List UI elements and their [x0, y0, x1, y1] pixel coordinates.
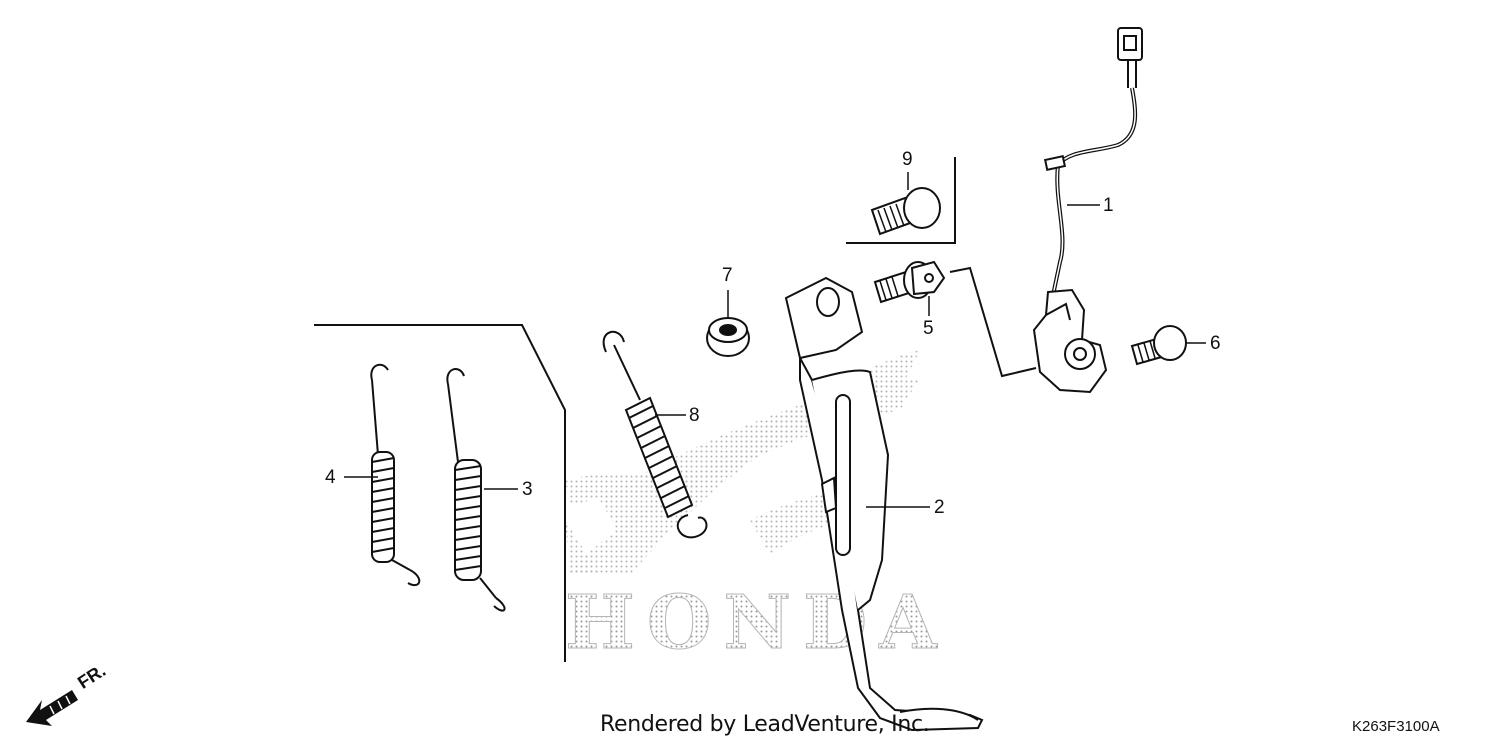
callout-8: 8 [689, 405, 700, 426]
callout-7: 7 [722, 265, 733, 286]
mounting-guide-line [949, 266, 1037, 378]
callout-5: 5 [923, 318, 934, 339]
honda-watermark-text: HONDA [565, 580, 949, 666]
leader-lines [344, 172, 1206, 508]
part-8-spring [602, 330, 708, 539]
callout-9: 9 [902, 149, 913, 170]
spring-group-bracket [314, 324, 566, 662]
callout-2: 2 [934, 497, 945, 518]
part-4-spring [370, 363, 421, 587]
front-direction-arrow-icon [26, 690, 78, 726]
callout-6: 6 [1210, 333, 1221, 354]
part-5-bolt [873, 260, 946, 304]
callout-4: 4 [325, 467, 336, 488]
part-9-bolt [870, 187, 941, 236]
callout-3: 3 [522, 479, 533, 500]
callout-1: 1 [1103, 195, 1114, 216]
part-2-side-stand [784, 276, 984, 732]
part-1-sidestand-switch [1032, 27, 1143, 394]
part-6-bolt [1130, 325, 1187, 366]
part-7-collar [706, 317, 750, 357]
bolt-9-bracket [846, 157, 956, 244]
diagram-code: K263F3100A [1352, 718, 1440, 735]
part-3-spring [446, 368, 506, 612]
render-credit: Rendered by LeadVenture, Inc. [600, 712, 930, 737]
